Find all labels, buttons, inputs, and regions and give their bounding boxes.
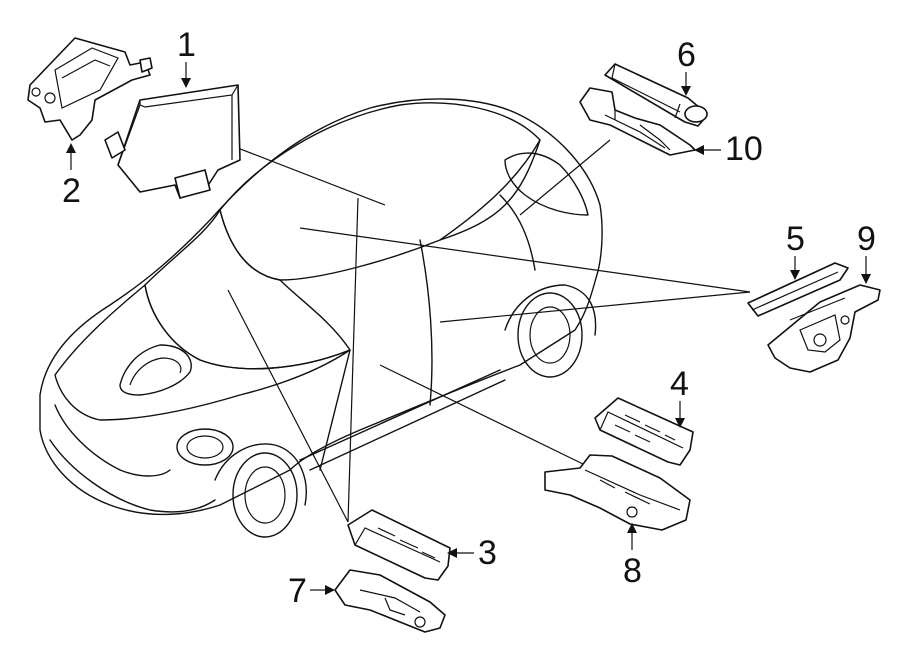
callout-1-label: 1 — [177, 26, 196, 64]
callout-5-label: 5 — [786, 220, 805, 258]
callout-7-label: 7 — [288, 572, 307, 610]
callout-2-label: 2 — [62, 172, 81, 210]
callout-2: 2 — [62, 143, 81, 210]
part-6-antenna — [604, 63, 708, 127]
part-9-mount — [767, 284, 881, 373]
callout-10: 10 — [694, 130, 763, 168]
callout-8: 8 — [623, 523, 642, 590]
part-7-bracket — [334, 569, 446, 633]
callout-4-label: 4 — [670, 365, 689, 403]
part-10-antenna-housing — [579, 87, 696, 156]
callout-9-label: 9 — [857, 220, 876, 258]
part-8-tray — [544, 454, 691, 531]
callout-5: 5 — [786, 220, 805, 280]
callout-7: 7 — [288, 572, 335, 610]
callout-6-label: 6 — [677, 36, 696, 74]
part-3-module — [347, 509, 451, 581]
callout-10-label: 10 — [725, 130, 763, 168]
callout-6: 6 — [677, 36, 696, 96]
callout-1: 1 — [177, 26, 196, 88]
part-2-bracket — [27, 37, 153, 141]
part-1-control-module — [104, 84, 241, 199]
callout-4: 4 — [670, 365, 689, 428]
leader-lines — [227, 139, 751, 523]
callout-3-label: 3 — [478, 534, 497, 572]
callout-9: 9 — [857, 220, 876, 284]
callout-3: 3 — [447, 534, 497, 572]
callout-8-label: 8 — [623, 552, 642, 590]
part-4-module — [594, 397, 694, 466]
part-5-antenna-strip — [747, 262, 849, 317]
